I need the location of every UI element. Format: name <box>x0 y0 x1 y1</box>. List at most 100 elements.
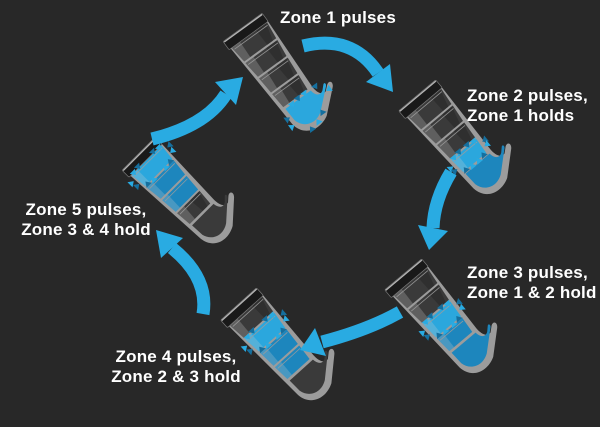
strap-line <box>164 178 188 202</box>
pulse-arrow-icon <box>127 181 134 188</box>
pulse-arrow-icon <box>459 303 466 310</box>
pulse-arrow-icon <box>148 147 156 154</box>
pulse-arrow-icon <box>454 147 461 155</box>
pulse-arrow-icon <box>470 163 477 171</box>
pulse-arrow-icon <box>151 177 158 184</box>
pulse-arrow-icon <box>450 169 458 176</box>
pulse-arrow-icon <box>133 162 141 169</box>
arrow-tail <box>167 242 211 316</box>
fabric-shadow <box>287 75 305 96</box>
strap-line <box>262 332 288 355</box>
strap-line <box>411 287 440 312</box>
pulse-arrow-icon <box>423 334 431 341</box>
knee-cuff <box>398 80 443 119</box>
arrow-tail <box>426 168 457 229</box>
fabric-highlight <box>146 181 165 199</box>
zone4-band <box>245 312 286 352</box>
arrow-step1-to-step2 <box>301 36 393 92</box>
arrow-step4-to-step5 <box>156 230 211 316</box>
pulse-arrow-icon <box>469 137 476 144</box>
cuff-top-edge <box>399 80 437 112</box>
arrow-head-icon <box>300 328 326 356</box>
zone2-band <box>437 317 473 352</box>
fabric-shadow <box>190 191 208 211</box>
fabric-highlight <box>131 169 150 187</box>
arrow-step2-to-step3 <box>418 168 457 250</box>
pulse-arrow-icon <box>163 165 170 172</box>
pulse-arrow-icon <box>267 311 275 318</box>
pulse-arrow-icon <box>451 321 458 329</box>
zone2-band <box>451 138 487 173</box>
leg-step-2 <box>398 80 512 195</box>
arrow-head-icon <box>215 77 243 105</box>
arrow-step3-to-step4 <box>300 306 404 356</box>
pulse-arrow-icon <box>436 303 444 311</box>
leg-step-4 <box>220 288 335 401</box>
label-step-2: Zone 2 pulses, Zone 1 holds <box>467 86 588 125</box>
zone3-band <box>423 301 462 338</box>
fabric-highlight <box>422 124 442 144</box>
pulse-arrow-icon <box>248 326 255 334</box>
label-step-3: Zone 3 pulses, Zone 1 & 2 hold <box>467 263 597 302</box>
strap-line <box>410 91 443 119</box>
pulse-arrow-icon <box>320 109 327 117</box>
fabric-highlight <box>231 41 251 62</box>
knee-cuff <box>384 259 429 298</box>
pulse-arrow-icon <box>476 158 483 165</box>
cuff-top-edge <box>122 137 156 172</box>
strap-line <box>179 193 201 215</box>
strap-line <box>133 147 163 177</box>
pulse-arrow-icon <box>243 332 250 340</box>
strap-line <box>149 163 176 189</box>
strap-line <box>453 141 478 162</box>
pulse-arrow-icon <box>280 309 288 316</box>
label-step-5: Zone 5 pulses, Zone 3 & 4 hold <box>21 200 151 239</box>
strap-line <box>261 60 289 81</box>
pulse-arrow-icon <box>462 140 470 148</box>
zone5-band <box>131 145 173 187</box>
pulse-arrow-icon <box>287 100 295 107</box>
knee-cuff <box>220 288 264 328</box>
pulse-arrow-icon <box>426 312 433 319</box>
fabric-shadow <box>430 89 449 111</box>
pulse-arrow-icon <box>418 330 426 337</box>
strap-line <box>396 270 429 298</box>
arrow-tail <box>150 90 232 146</box>
leg-step-1 <box>223 13 333 134</box>
arrow-head-icon <box>156 230 183 258</box>
arrow-tail <box>320 306 404 349</box>
pulse-arrow-icon <box>456 298 463 305</box>
arrow-head-icon <box>366 64 393 92</box>
fabric-highlight <box>408 303 428 323</box>
zone-1-foot <box>285 83 327 125</box>
pulse-arrow-icon <box>311 82 318 90</box>
pulse-arrow-icon <box>300 89 307 97</box>
pulse-arrow-icon <box>316 119 323 126</box>
arrow-step5-to-step1 <box>150 77 243 146</box>
arrow-tail <box>301 36 384 77</box>
pulse-arrow-icon <box>436 332 443 340</box>
zone-1-foot <box>192 194 228 238</box>
fabric-shadow <box>416 268 435 290</box>
strap-line <box>425 304 452 326</box>
strap-line <box>425 108 454 133</box>
pulse-arrow-icon <box>283 315 290 322</box>
pulse-arrow-icon <box>259 346 266 354</box>
fabric-highlight <box>260 347 279 366</box>
leg-step-3 <box>384 259 498 374</box>
zone2-band <box>274 345 310 380</box>
strap-line <box>274 77 300 96</box>
pulse-arrow-icon <box>482 135 489 142</box>
label-step-1: Zone 1 pulses <box>280 8 396 27</box>
fabric-shadow <box>428 285 446 307</box>
pulse-arrow-icon <box>167 141 174 148</box>
fabric-highlight <box>437 138 456 159</box>
pulse-arrow-icon <box>484 140 491 147</box>
pulse-arrow-icon <box>265 342 273 350</box>
pulse-arrow-icon <box>456 315 463 323</box>
pulse-arrow-icon <box>326 84 333 92</box>
strap-line <box>234 24 268 50</box>
